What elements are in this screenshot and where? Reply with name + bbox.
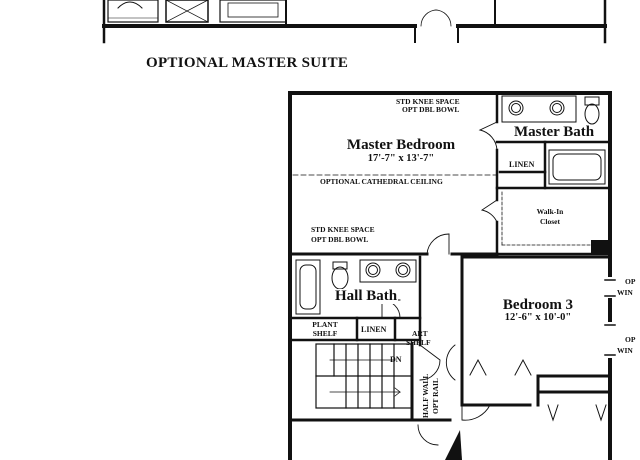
- knee-space-note-top: STD KNEE SPACE: [396, 97, 460, 106]
- plant-shelf-label: SHELF: [312, 329, 338, 338]
- dbl-bowl-note-hall: OPT DBL BOWL: [311, 235, 369, 244]
- window-marks: [604, 279, 616, 356]
- master-bedroom-label: Master Bedroom: [346, 137, 456, 153]
- half-wall-label: HALF WALL: [421, 373, 430, 418]
- window-note-2a: OP: [625, 335, 636, 344]
- closet-label: Closet: [540, 217, 560, 226]
- window-note-1b: WIN: [617, 288, 633, 297]
- bedroom3-label: Bedroom 3: [502, 297, 574, 313]
- art-shelf-label: SHELF: [406, 338, 431, 347]
- cathedral-ceiling-note: OPTIONAL CATHEDRAL CEILING: [320, 177, 443, 186]
- hall-bath-label: Hall Bath: [334, 288, 399, 304]
- master-tub: [548, 149, 606, 185]
- window-note-2b: WIN: [617, 346, 633, 355]
- master-vanity: [501, 95, 600, 125]
- walk-in-label: Walk-In: [536, 207, 564, 216]
- window-note-1a: OP: [625, 277, 636, 286]
- exterior-walls: [288, 91, 612, 460]
- art-label: ART: [412, 329, 428, 338]
- bedroom3-walls: [460, 255, 612, 407]
- master-linen-label: LINEN: [509, 160, 535, 169]
- page-title: OPTIONAL MASTER SUITE: [146, 55, 349, 71]
- upper-plan-fragment: [102, 0, 607, 44]
- stairs-down-label: DN: [390, 355, 402, 364]
- hall-bath-walls: [288, 255, 422, 347]
- opt-rail-label: OPT RAIL: [431, 378, 440, 414]
- master-bedroom-dims: 17'-7" x 13'-7": [367, 153, 435, 164]
- master-bath-label: Master Bath: [513, 124, 596, 140]
- dbl-bowl-note-top: OPT DBL BOWL: [402, 105, 460, 114]
- stairs: [315, 343, 413, 409]
- bedroom3-dims: 12'-6" x 10'-0": [504, 312, 572, 323]
- knee-space-note-hall: STD KNEE SPACE: [311, 225, 375, 234]
- hall-linen-label: LINEN: [361, 325, 387, 334]
- plant-label: PLANT: [312, 320, 338, 329]
- bifold-doors: [469, 358, 607, 422]
